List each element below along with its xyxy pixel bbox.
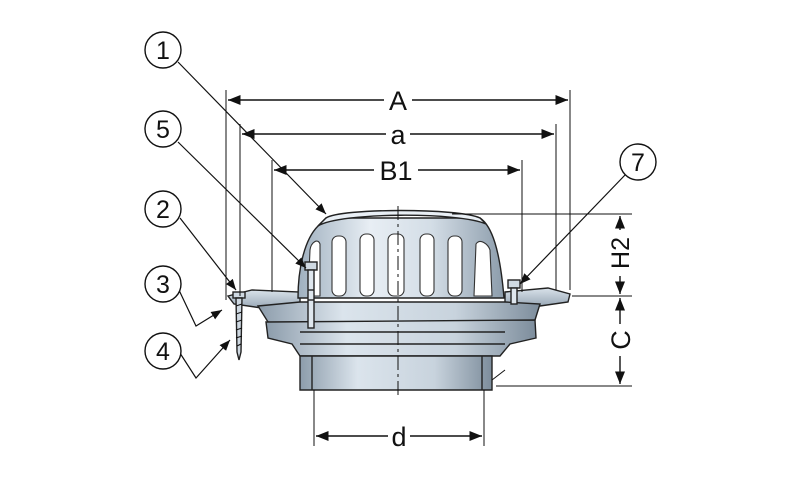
leader-4 [177, 339, 231, 379]
svg-text:2: 2 [156, 196, 170, 224]
leader-2 [179, 217, 237, 291]
dim-label-C: C [606, 330, 636, 350]
clamp-bolt-left [304, 261, 318, 329]
svg-text:5: 5 [156, 116, 170, 144]
callout-4: 4 [144, 332, 182, 370]
extension-lines [225, 90, 632, 446]
callout-2: 2 [144, 190, 182, 228]
callouts: 1 5 2 3 4 7 [144, 31, 657, 370]
leader-5 [177, 141, 307, 269]
leader-lines [177, 61, 627, 379]
drain-assembly [226, 206, 571, 398]
dim-label-A: A [389, 86, 407, 116]
callout-3: 3 [144, 265, 182, 303]
callout-7: 7 [619, 143, 657, 181]
leader-7 [519, 173, 627, 285]
svg-text:3: 3 [156, 271, 170, 299]
callout-5: 5 [144, 110, 182, 148]
anchor-screw [232, 291, 246, 361]
dim-label-H2: H2 [607, 237, 635, 269]
outlet-pipe [299, 355, 493, 391]
callout-1: 1 [144, 31, 182, 69]
drain-bowl [265, 319, 537, 357]
dim-label-B1: B1 [379, 156, 412, 186]
dim-label-a: a [390, 120, 406, 150]
leader-1 [177, 61, 327, 215]
svg-text:1: 1 [156, 37, 170, 65]
svg-text:4: 4 [156, 338, 170, 366]
strainer-slots [307, 233, 493, 297]
dim-label-d: d [391, 422, 406, 452]
svg-text:7: 7 [631, 149, 645, 177]
leader-3 [177, 287, 223, 327]
